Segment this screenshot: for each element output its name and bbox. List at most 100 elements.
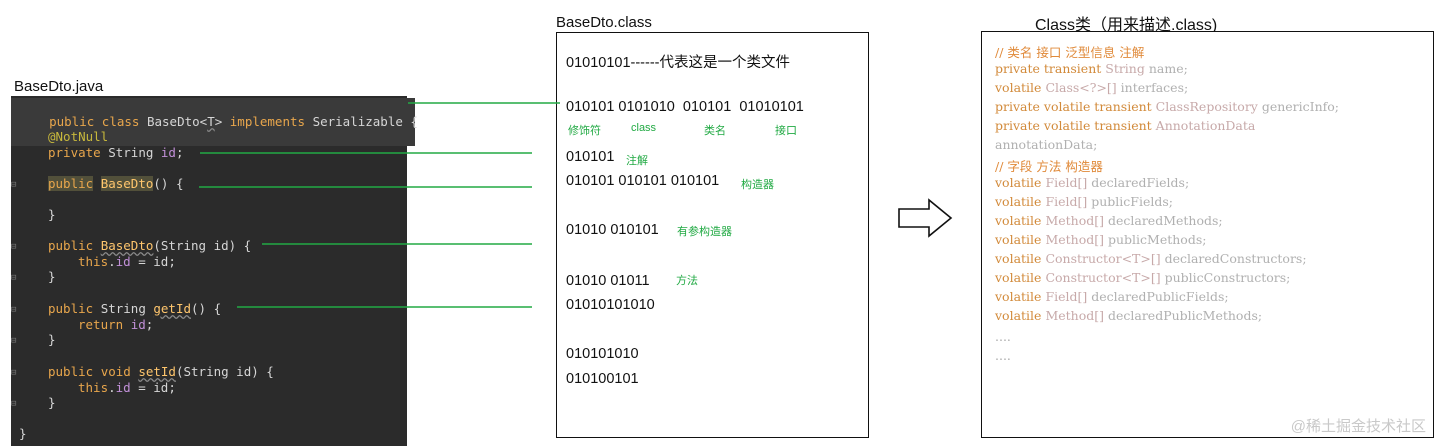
code-token: = id; — [130, 254, 176, 269]
code-token: Serializable { — [312, 114, 418, 129]
field-modifier: volatile — [995, 80, 1046, 95]
field-line: annotationData; — [995, 137, 1097, 152]
fold-marker-icon[interactable]: ⊟ — [11, 368, 17, 378]
code-line-assign: this.id = id; — [78, 380, 176, 396]
code-token: class — [101, 114, 140, 129]
code-token: setId — [138, 364, 176, 379]
field-type: ClassRepository — [1155, 99, 1258, 114]
comment-text: // 字段 方法 构造器 — [995, 159, 1103, 174]
code-token: id — [130, 317, 146, 332]
code-token: private — [48, 145, 101, 160]
fold-marker-icon[interactable]: ⊟ — [11, 273, 17, 283]
code-token: > — [214, 114, 223, 129]
watermark: @稀土掘金技术社区 — [1290, 418, 1426, 435]
comment-line: // 类名 接口 泛型信息 注解 — [995, 42, 1144, 61]
java-source-panel: public class BaseDto<T> implements Seria… — [11, 96, 418, 446]
field-type: Constructor<T>[] — [1045, 270, 1161, 285]
code-token: ; — [145, 317, 154, 332]
code-line-param-ctor: public BaseDto(String id) { — [48, 238, 251, 254]
tag-modifier: 修饰符 — [568, 125, 601, 137]
code-token: () { — [191, 301, 222, 316]
code-token: } — [48, 269, 56, 284]
code-line-getter: public String getId() { — [48, 301, 221, 317]
code-token: ; — [175, 145, 184, 160]
ellipsis-line: .... — [995, 348, 1011, 363]
code-token: public — [48, 301, 94, 316]
code-token: public — [48, 364, 94, 379]
fold-marker-icon[interactable]: ⊟ — [11, 180, 17, 190]
tag-class: class — [631, 122, 657, 134]
class-object-title: Class类（用来描述.class) — [1035, 17, 1218, 34]
code-token: (String id) { — [153, 238, 252, 253]
field-type: Constructor<T>[] — [1045, 251, 1161, 266]
field-name: annotationData; — [995, 137, 1098, 152]
code-line-close: } — [19, 426, 27, 442]
field-type: Field[] — [1045, 175, 1088, 190]
field-type: Method[] — [1045, 232, 1104, 247]
code-line-class-decl: public class BaseDto<T> implements Seria… — [11, 98, 418, 146]
field-type: Method[] — [1045, 308, 1104, 323]
field-line: volatile Method[] declaredMethods; — [995, 213, 1223, 228]
bytes-header: 010101 0101010 010101 01010101 — [566, 99, 804, 115]
code-token: @NotNull — [48, 129, 109, 144]
field-name: declaredFields; — [1087, 175, 1190, 190]
fold-marker-icon[interactable]: ⊟ — [11, 242, 17, 252]
class-object-panel: // 类名 接口 泛型信息 注解 private transient Strin… — [981, 31, 1434, 438]
code-line-setter: public void setId(String id) { — [48, 364, 274, 380]
code-line-annotation: @NotNull — [48, 129, 108, 145]
code-token: id — [160, 145, 176, 160]
field-type: String — [1105, 61, 1145, 76]
code-token: id — [115, 380, 131, 395]
field-line: volatile Field[] declaredFields; — [995, 175, 1189, 190]
code-token: < — [199, 114, 208, 129]
field-type: AnnotationData — [1155, 118, 1256, 133]
field-line: volatile Constructor<T>[] declaredConstr… — [995, 251, 1307, 266]
field-line: volatile Field[] declaredPublicFields; — [995, 289, 1229, 304]
ellipsis-text: .... — [995, 329, 1011, 344]
class-file-title: BaseDto.class — [556, 14, 652, 31]
code-token: String — [108, 145, 154, 160]
code-token: implements — [229, 114, 306, 129]
code-token: (String id) { — [175, 364, 274, 379]
field-modifier: volatile — [995, 289, 1046, 304]
fold-marker-icon[interactable]: ⊟ — [11, 336, 17, 346]
bytes-method-1: 01010 01011 — [566, 273, 650, 289]
bytes-method-2: 01010101010 — [566, 297, 655, 313]
code-token: id — [115, 254, 131, 269]
field-name: declaredMethods; — [1104, 213, 1223, 228]
field-modifier: volatile — [995, 232, 1046, 247]
field-line: volatile Method[] publicMethods; — [995, 232, 1206, 247]
fold-marker-icon[interactable]: ⊟ — [11, 399, 17, 409]
field-line: volatile Constructor<T>[] publicConstruc… — [995, 270, 1290, 285]
code-token: getId — [153, 301, 192, 316]
field-name: name; — [1144, 61, 1188, 76]
field-name: declaredConstructors; — [1160, 251, 1307, 266]
field-line: private volatile transient AnnotationDat… — [995, 118, 1255, 133]
tag-ctor: 构造器 — [741, 179, 774, 191]
bytes-tail-2: 010100101 — [566, 371, 639, 387]
field-name: declaredPublicFields; — [1087, 289, 1229, 304]
code-token: . — [108, 380, 116, 395]
field-name: interfaces; — [1116, 80, 1189, 95]
tag-interface: 接口 — [775, 125, 797, 137]
comment-line: // 字段 方法 构造器 — [995, 156, 1103, 175]
code-token: void — [100, 364, 131, 379]
field-modifier: private volatile transient — [995, 99, 1156, 114]
fold-marker-icon[interactable]: ⊟ — [11, 305, 17, 315]
comment-text: // 类名 接口 泛型信息 注解 — [995, 45, 1145, 60]
code-token: BaseDto — [146, 114, 200, 129]
field-modifier: volatile — [995, 270, 1046, 285]
bytes-param-ctor: 01010 010101 — [566, 222, 659, 238]
field-line: volatile Field[] publicFields; — [995, 194, 1173, 209]
field-type: Field[] — [1045, 289, 1088, 304]
code-token: public — [48, 176, 94, 191]
field-modifier: volatile — [995, 308, 1046, 323]
code-line-assign: this.id = id; — [78, 254, 176, 270]
field-type: Field[] — [1045, 194, 1088, 209]
field-type: Method[] — [1045, 213, 1104, 228]
field-line: volatile Class<?>[] interfaces; — [995, 80, 1188, 95]
tag-annotation: 注解 — [626, 155, 648, 167]
bytes-magic: 01010101------代表这是一个类文件 — [566, 55, 790, 71]
field-line: private volatile transient ClassReposito… — [995, 99, 1339, 114]
